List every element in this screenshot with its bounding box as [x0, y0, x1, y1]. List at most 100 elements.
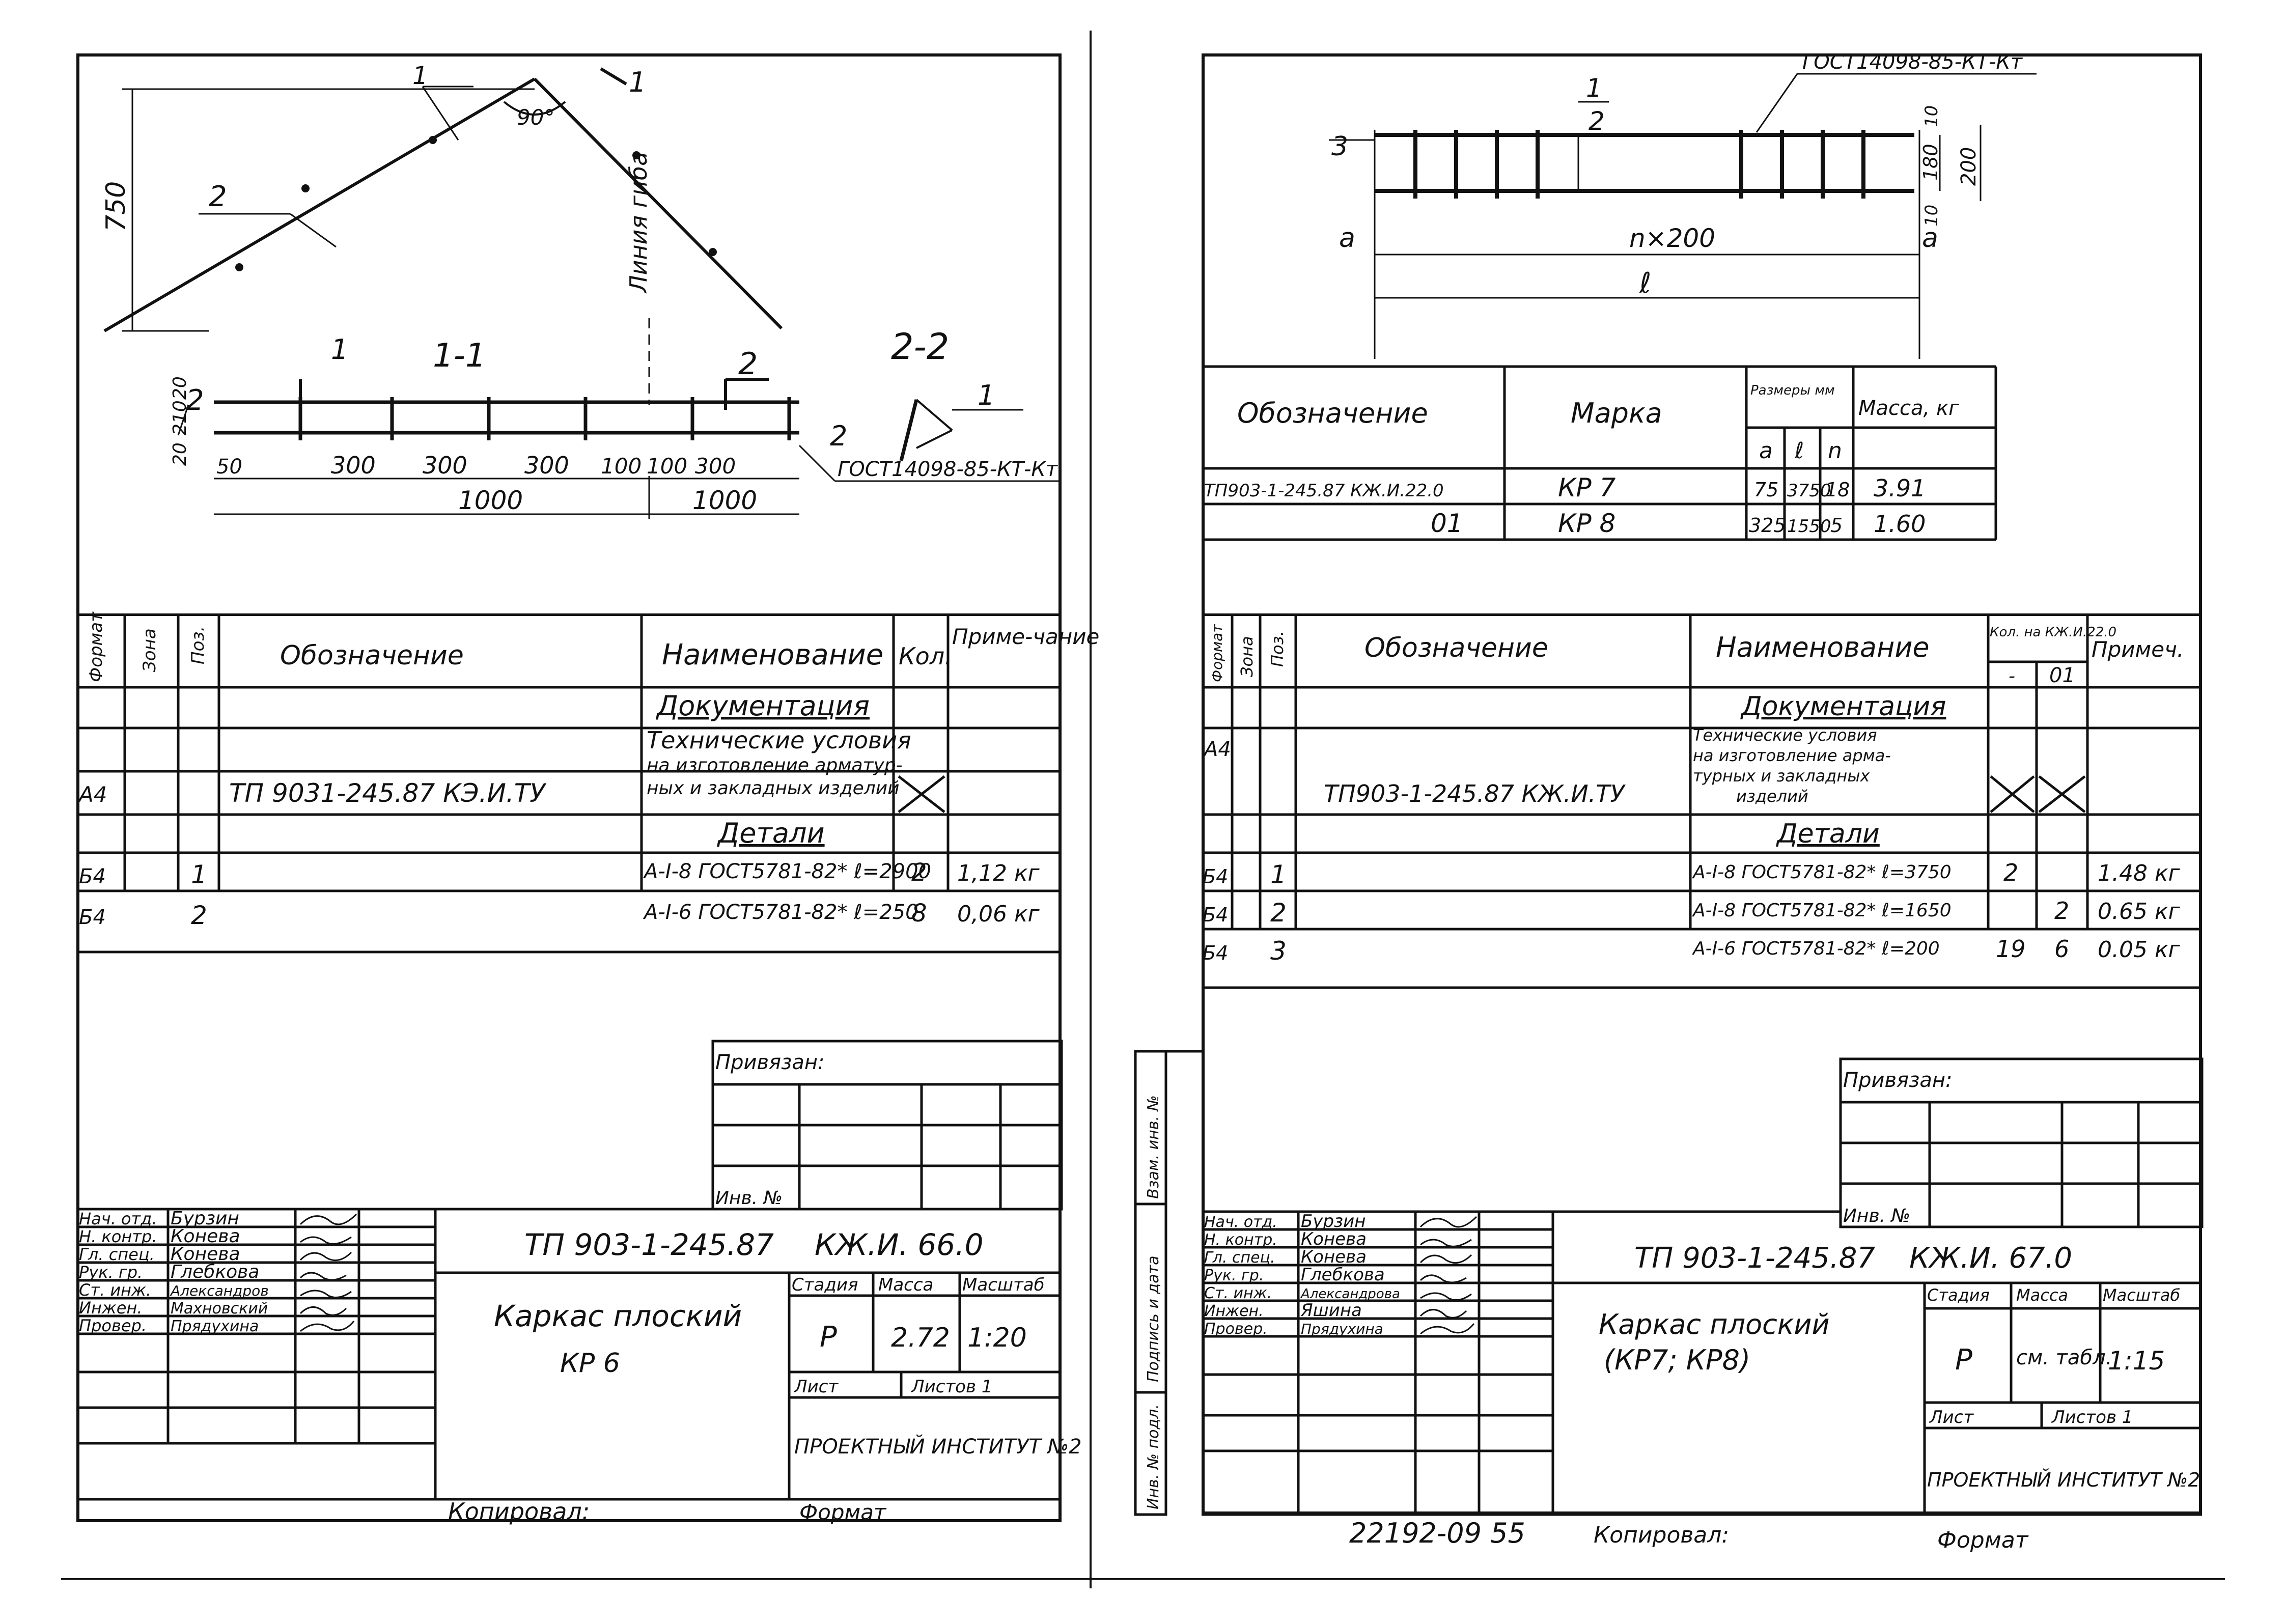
- right-h-pos: Поз.: [1268, 631, 1287, 667]
- svg-text:Гл. спец.: Гл. спец.: [1204, 1249, 1275, 1267]
- dim-300-c: 300: [524, 452, 569, 479]
- svg-text:6: 6: [2054, 935, 2069, 963]
- left-section-doc: Документация: [656, 690, 870, 722]
- left-sheet-frame: [76, 53, 1062, 1522]
- left-doc-number: КЖ.И. 66.0: [815, 1227, 984, 1262]
- right-spec-row-1: Б4 1 А-I-8 ГОСТ5781-82* ℓ=3750 2 1.48 кг: [1203, 859, 2181, 889]
- svg-text:Рук. гр.: Рук. гр.: [1204, 1267, 1264, 1284]
- svg-text:0.05 кг: 0.05 кг: [2098, 937, 2181, 963]
- gost-leader-right: ГОСТ14098-85-КТ-Кт: [1802, 50, 2023, 74]
- svg-text:2: 2: [1270, 898, 1287, 928]
- right-stage: Р: [1955, 1343, 1972, 1377]
- svg-text:Ст. инж.: Ст. инж.: [79, 1280, 151, 1300]
- side-label-sign: Подпись и дата: [1145, 1256, 1162, 1383]
- svg-text:325: 325: [1749, 514, 1786, 537]
- left-h-designation: Обозначение: [280, 640, 464, 671]
- left-sheets-label: Листов 1: [910, 1377, 992, 1397]
- left-drawing: 90° 750 2 1 Линия гиба 1 1 1-1 2 2 20 21…: [101, 62, 1059, 519]
- left-mass-label: Масса: [878, 1275, 933, 1295]
- mark-1-top: 1: [412, 62, 428, 90]
- svg-text:3.91: 3.91: [1874, 474, 1926, 502]
- svg-text:2: 2: [911, 858, 927, 887]
- dim-n200: n×200: [1629, 223, 1715, 253]
- svg-text:Б4: Б4: [79, 865, 106, 888]
- svg-text:1: 1: [191, 860, 207, 889]
- left-title-1: Каркас плоский: [494, 1299, 742, 1333]
- svg-text:Гл. спец.: Гл. спец.: [79, 1245, 155, 1264]
- left-doc-name-1: Технические условия: [647, 726, 911, 754]
- right-spec-row-3: Б4 3 А-I-6 ГОСТ5781-82* ℓ=200 19 6 0.05 …: [1203, 935, 2181, 966]
- svg-text:Конева: Конева: [1301, 1229, 1367, 1249]
- sheet-divider: [1090, 31, 1092, 1588]
- bend-line-label: Линия гиба: [625, 152, 652, 294]
- left-names: Бурзин Конева Конева Глебкова Александро…: [170, 1208, 269, 1335]
- right-roles: Нач. отд. Н. контр. Гл. спец. Рук. гр. С…: [1204, 1213, 1277, 1338]
- svg-text:Н. контр.: Н. контр.: [1204, 1231, 1277, 1249]
- right-doc-code: ТП 903-1-245.87: [1634, 1242, 1875, 1275]
- section-2-2-title: 2-2: [891, 326, 949, 368]
- right-title-2: (КР7; КР8): [1604, 1344, 1750, 1376]
- marks-h-designation: Обозначение: [1237, 397, 1428, 429]
- dim-1000-b: 1000: [692, 486, 757, 515]
- left-doc-code: ТП 903-1-245.87: [524, 1227, 774, 1262]
- left-title-2: КР 6: [560, 1348, 620, 1379]
- svg-text:0.65 кг: 0.65 кг: [2098, 899, 2181, 925]
- svg-text:А-I-6 ГОСТ5781-82* ℓ=250: А-I-6 ГОСТ5781-82* ℓ=250: [643, 901, 918, 924]
- right-format-label: Формат: [1937, 1527, 2029, 1553]
- svg-text:А-I-8 ГОСТ5781-82* ℓ=3750: А-I-8 ГОСТ5781-82* ℓ=3750: [1692, 862, 1952, 883]
- right-spec-row-2: Б4 2 А-I-8 ГОСТ5781-82* ℓ=1650 2 0.65 кг: [1203, 897, 2181, 928]
- section-mark-2-right: 2: [738, 346, 758, 382]
- left-sheet-label: Лист: [793, 1377, 839, 1397]
- dim-a-left: a: [1339, 223, 1355, 254]
- left-copied: Копировал:: [448, 1498, 590, 1525]
- right-names: Бурзин Конева Конева Глебкова Александро…: [1300, 1211, 1400, 1337]
- right-section-doc: Документация: [1740, 691, 1946, 722]
- svg-text:Конева: Конева: [1301, 1247, 1367, 1267]
- left-spec-row-1: Б4 1 А-I-8 ГОСТ5781-82* ℓ=2900 2 1,12 кг: [79, 858, 1040, 889]
- right-signatures: [1419, 1216, 1478, 1335]
- svg-text:2: 2: [191, 901, 207, 930]
- section-1-1-title: 1-1: [433, 337, 486, 375]
- svg-text:Провер.: Провер.: [1204, 1320, 1268, 1338]
- vdim-210: 210: [170, 400, 190, 435]
- right-side-strip: Инв. № подл. Подпись и дата Взам. инв. №: [1134, 1050, 1202, 1516]
- svg-text:ТП903-1-245.87 КЖ.И.22.0: ТП903-1-245.87 КЖ.И.22.0: [1204, 481, 1444, 501]
- right-doc-name-4: изделий: [1736, 787, 1808, 806]
- svg-text:А-I-8 ГОСТ5781-82* ℓ=1650: А-I-8 ГОСТ5781-82* ℓ=1650: [1692, 900, 1952, 921]
- svg-text:Провер.: Провер.: [79, 1316, 147, 1335]
- svg-text:Глебкова: Глебкова: [1301, 1265, 1385, 1285]
- right-h-designation: Обозначение: [1364, 633, 1548, 663]
- svg-text:КР 7: КР 7: [1558, 473, 1616, 502]
- left-doc-name-2: на изготовление арматур-: [647, 755, 903, 776]
- svg-text:0,06 кг: 0,06 кг: [957, 901, 1040, 927]
- marks-h-mass: Масса, кг: [1858, 397, 1960, 420]
- vdim-20-bottom: 20: [170, 442, 190, 466]
- svg-text:Рук. гр.: Рук. гр.: [79, 1263, 143, 1282]
- angle-label: 90°: [517, 105, 554, 130]
- svg-text:75: 75: [1754, 479, 1778, 501]
- right-h-format: Формат: [1209, 624, 1225, 682]
- svg-text:Б4: Б4: [1203, 942, 1228, 964]
- right-section-parts: Детали: [1776, 819, 1880, 849]
- svg-text:Махновский: Махновский: [171, 1300, 268, 1318]
- svg-text:Яшина: Яшина: [1300, 1300, 1362, 1321]
- left-signatures: [299, 1213, 357, 1332]
- left-doc-designation: ТП 9031-245.87 КЭ.И.ТУ: [229, 778, 547, 808]
- right-h-note: Примеч.: [2092, 637, 2184, 662]
- mark-3: 3: [1331, 131, 1348, 162]
- section-mark-1-top: 1: [629, 66, 646, 98]
- right-scale-label: Масштаб: [2103, 1285, 2180, 1305]
- svg-text:1.60: 1.60: [1874, 510, 1926, 538]
- left-format-label: Формат: [799, 1500, 887, 1525]
- svg-text:Б4: Б4: [79, 906, 106, 929]
- dim-300-b: 300: [423, 452, 467, 479]
- right-mark-1: 1: [1586, 73, 1602, 103]
- mark-2-top: 2: [209, 180, 227, 213]
- svg-text:Александрова: Александрова: [1300, 1286, 1400, 1302]
- svg-text:Б4: Б4: [1203, 904, 1228, 926]
- right-spec-table: Формат Зона Поз. Обозначение Наименовани…: [1202, 613, 2202, 989]
- svg-text:Б4: Б4: [1203, 865, 1228, 888]
- right-inv-label: Инв. №: [1843, 1206, 1910, 1226]
- right-sheets-label: Листов 1: [2051, 1407, 2133, 1427]
- svg-text:Глебкова: Глебкова: [171, 1262, 259, 1282]
